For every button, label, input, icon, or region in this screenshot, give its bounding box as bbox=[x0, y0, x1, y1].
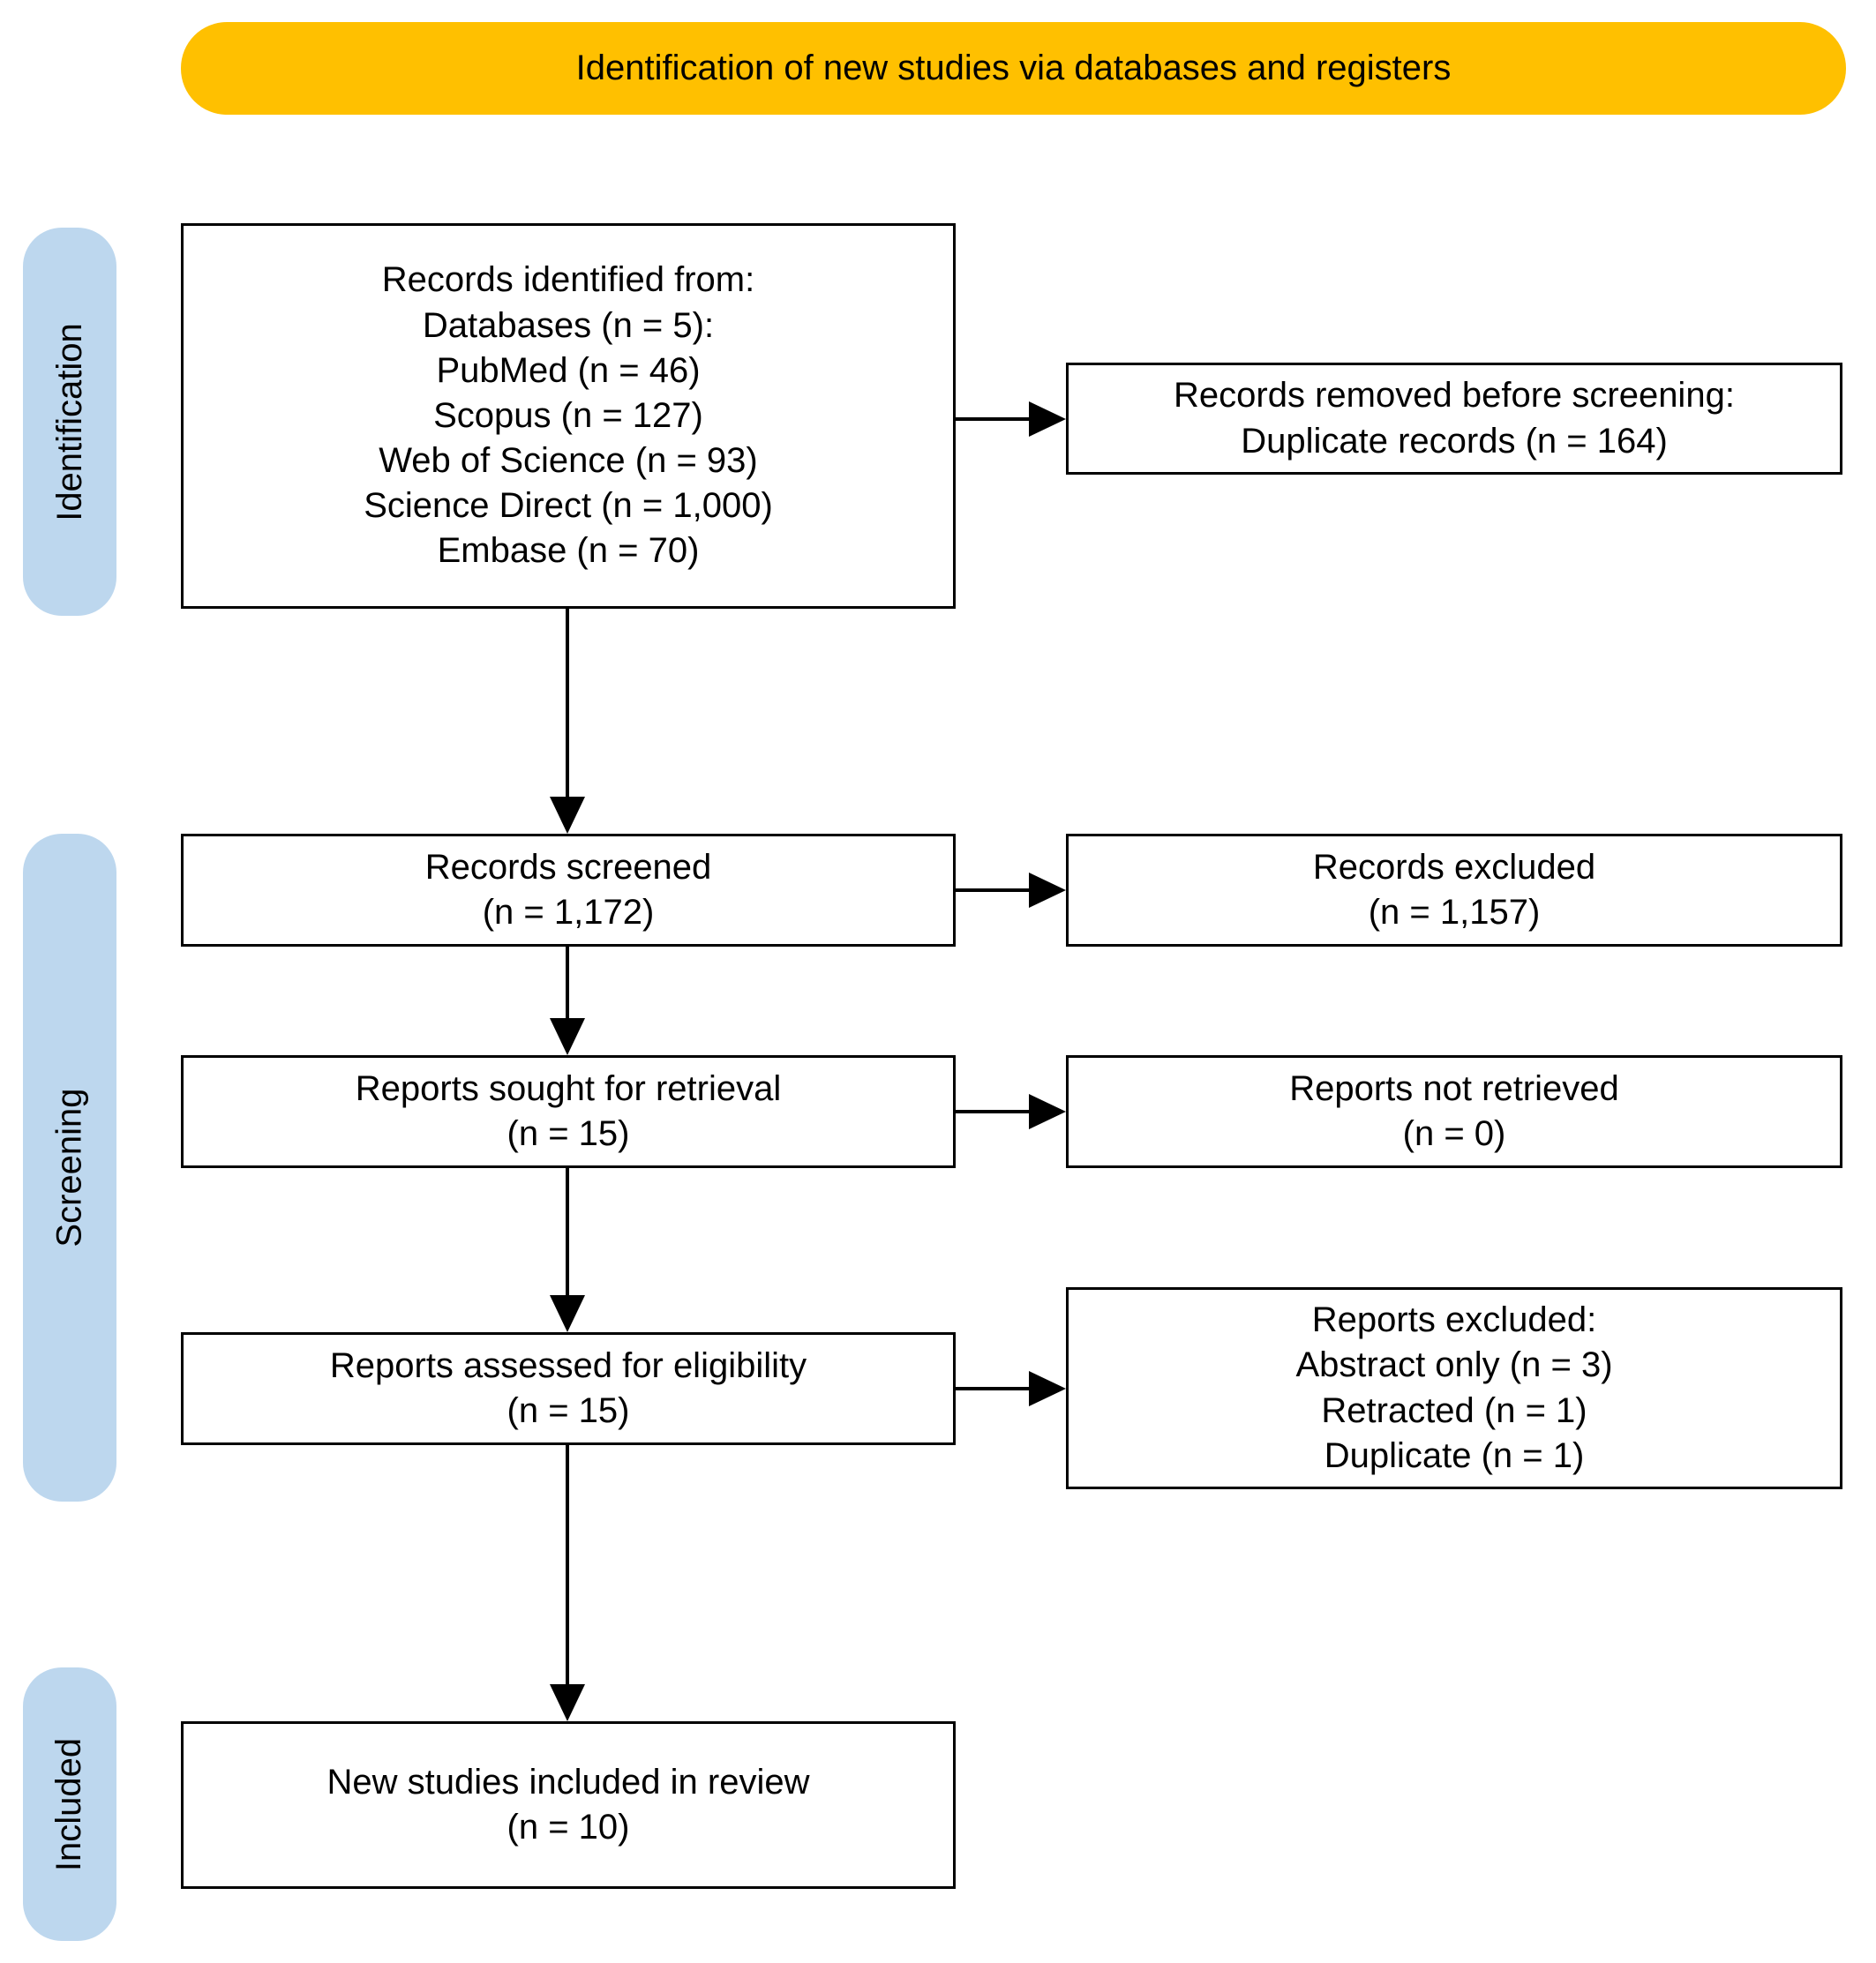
stage-label-included: Included bbox=[49, 1737, 89, 1871]
arrowhead-assessed-to-included bbox=[550, 1684, 585, 1721]
box-text-line: (n = 15) bbox=[507, 1391, 630, 1430]
arrow-line-screened-to-sought bbox=[566, 947, 569, 1020]
box-text-line: (n = 0) bbox=[1402, 1114, 1506, 1153]
box-text-line: Duplicate records (n = 164) bbox=[1241, 421, 1668, 461]
box-text-line: Science Direct (n = 1,000) bbox=[364, 486, 773, 526]
box-reports-excluded: Reports excluded: Abstract only (n = 3) Re… bbox=[1066, 1287, 1842, 1489]
arrow-line-sought-to-assessed bbox=[566, 1167, 569, 1297]
box-text-line: (n = 1,157) bbox=[1368, 893, 1541, 932]
arrow-line-screened-to-excluded bbox=[956, 888, 1032, 892]
box-text-line: Web of Science (n = 93) bbox=[379, 441, 758, 481]
box-text-line: (n = 1,172) bbox=[482, 893, 655, 932]
box-new-studies-included: New studies included in review (n = 10) bbox=[181, 1721, 956, 1889]
arrowhead-sought-to-assessed bbox=[550, 1295, 585, 1332]
arrow-line-identified-to-screened bbox=[566, 609, 569, 799]
arrow-line-assessed-to-reports-excluded bbox=[956, 1387, 1032, 1390]
arrow-line-sought-to-not-retrieved bbox=[956, 1110, 1032, 1113]
box-text-line: Retracted (n = 1) bbox=[1321, 1390, 1587, 1430]
arrowhead-identified-to-screened bbox=[550, 797, 585, 834]
box-text-line: Duplicate (n = 1) bbox=[1324, 1435, 1585, 1475]
stage-label-screening: Screening bbox=[49, 1088, 89, 1247]
box-text-line: Abstract only (n = 3) bbox=[1295, 1345, 1613, 1385]
box-text-line: (n = 10) bbox=[507, 1808, 630, 1847]
box-text-line: (n = 15) bbox=[507, 1114, 630, 1153]
box-text-line: Records identified from: bbox=[381, 260, 755, 300]
box-text-line: Records screened bbox=[424, 847, 712, 887]
box-text-line: Reports excluded: bbox=[1311, 1300, 1597, 1340]
arrow-line-identified-to-removed bbox=[956, 417, 1032, 421]
arrowhead-identified-to-removed bbox=[1029, 401, 1066, 437]
stage-bar-identification: Identification bbox=[23, 228, 116, 616]
box-text-line: Databases (n = 5): bbox=[422, 305, 715, 345]
box-text-line: Reports assessed for eligibility bbox=[329, 1345, 807, 1385]
arrowhead-screened-to-excluded bbox=[1029, 873, 1066, 908]
box-records-screened: Records screened (n = 1,172) bbox=[181, 834, 956, 947]
box-text-line: Records removed before screening: bbox=[1174, 376, 1735, 416]
box-text-line: Reports not retrieved bbox=[1289, 1068, 1619, 1108]
box-text-line: PubMed (n = 46) bbox=[436, 350, 701, 390]
stage-bar-screening: Screening bbox=[23, 834, 116, 1502]
box-reports-not-retrieved: Reports not retrieved (n = 0) bbox=[1066, 1055, 1842, 1168]
arrowhead-screened-to-sought bbox=[550, 1018, 585, 1055]
diagram-title: Identification of new studies via databa… bbox=[575, 49, 1452, 87]
box-text-line: Records excluded bbox=[1312, 847, 1596, 887]
box-text-line: Scopus (n = 127) bbox=[433, 395, 703, 435]
diagram-title-banner: Identification of new studies via databa… bbox=[181, 22, 1846, 115]
box-records-excluded: Records excluded (n = 1,157) bbox=[1066, 834, 1842, 947]
box-reports-assessed: Reports assessed for eligibility (n = 15) bbox=[181, 1332, 956, 1445]
arrowhead-assessed-to-reports-excluded bbox=[1029, 1371, 1066, 1406]
arrowhead-sought-to-not-retrieved bbox=[1029, 1094, 1066, 1129]
stage-bar-included: Included bbox=[23, 1667, 116, 1941]
arrow-line-assessed-to-included bbox=[566, 1445, 569, 1686]
box-records-removed: Records removed before screening: Duplica… bbox=[1066, 363, 1842, 475]
box-reports-sought: Reports sought for retrieval (n = 15) bbox=[181, 1055, 956, 1168]
box-records-identified: Records identified from: Databases (n = 5… bbox=[181, 223, 956, 609]
box-text-line: New studies included in review bbox=[326, 1762, 810, 1802]
stage-label-identification: Identification bbox=[49, 322, 89, 521]
box-text-line: Reports sought for retrieval bbox=[355, 1068, 782, 1108]
box-text-line: Embase (n = 70) bbox=[437, 531, 700, 571]
